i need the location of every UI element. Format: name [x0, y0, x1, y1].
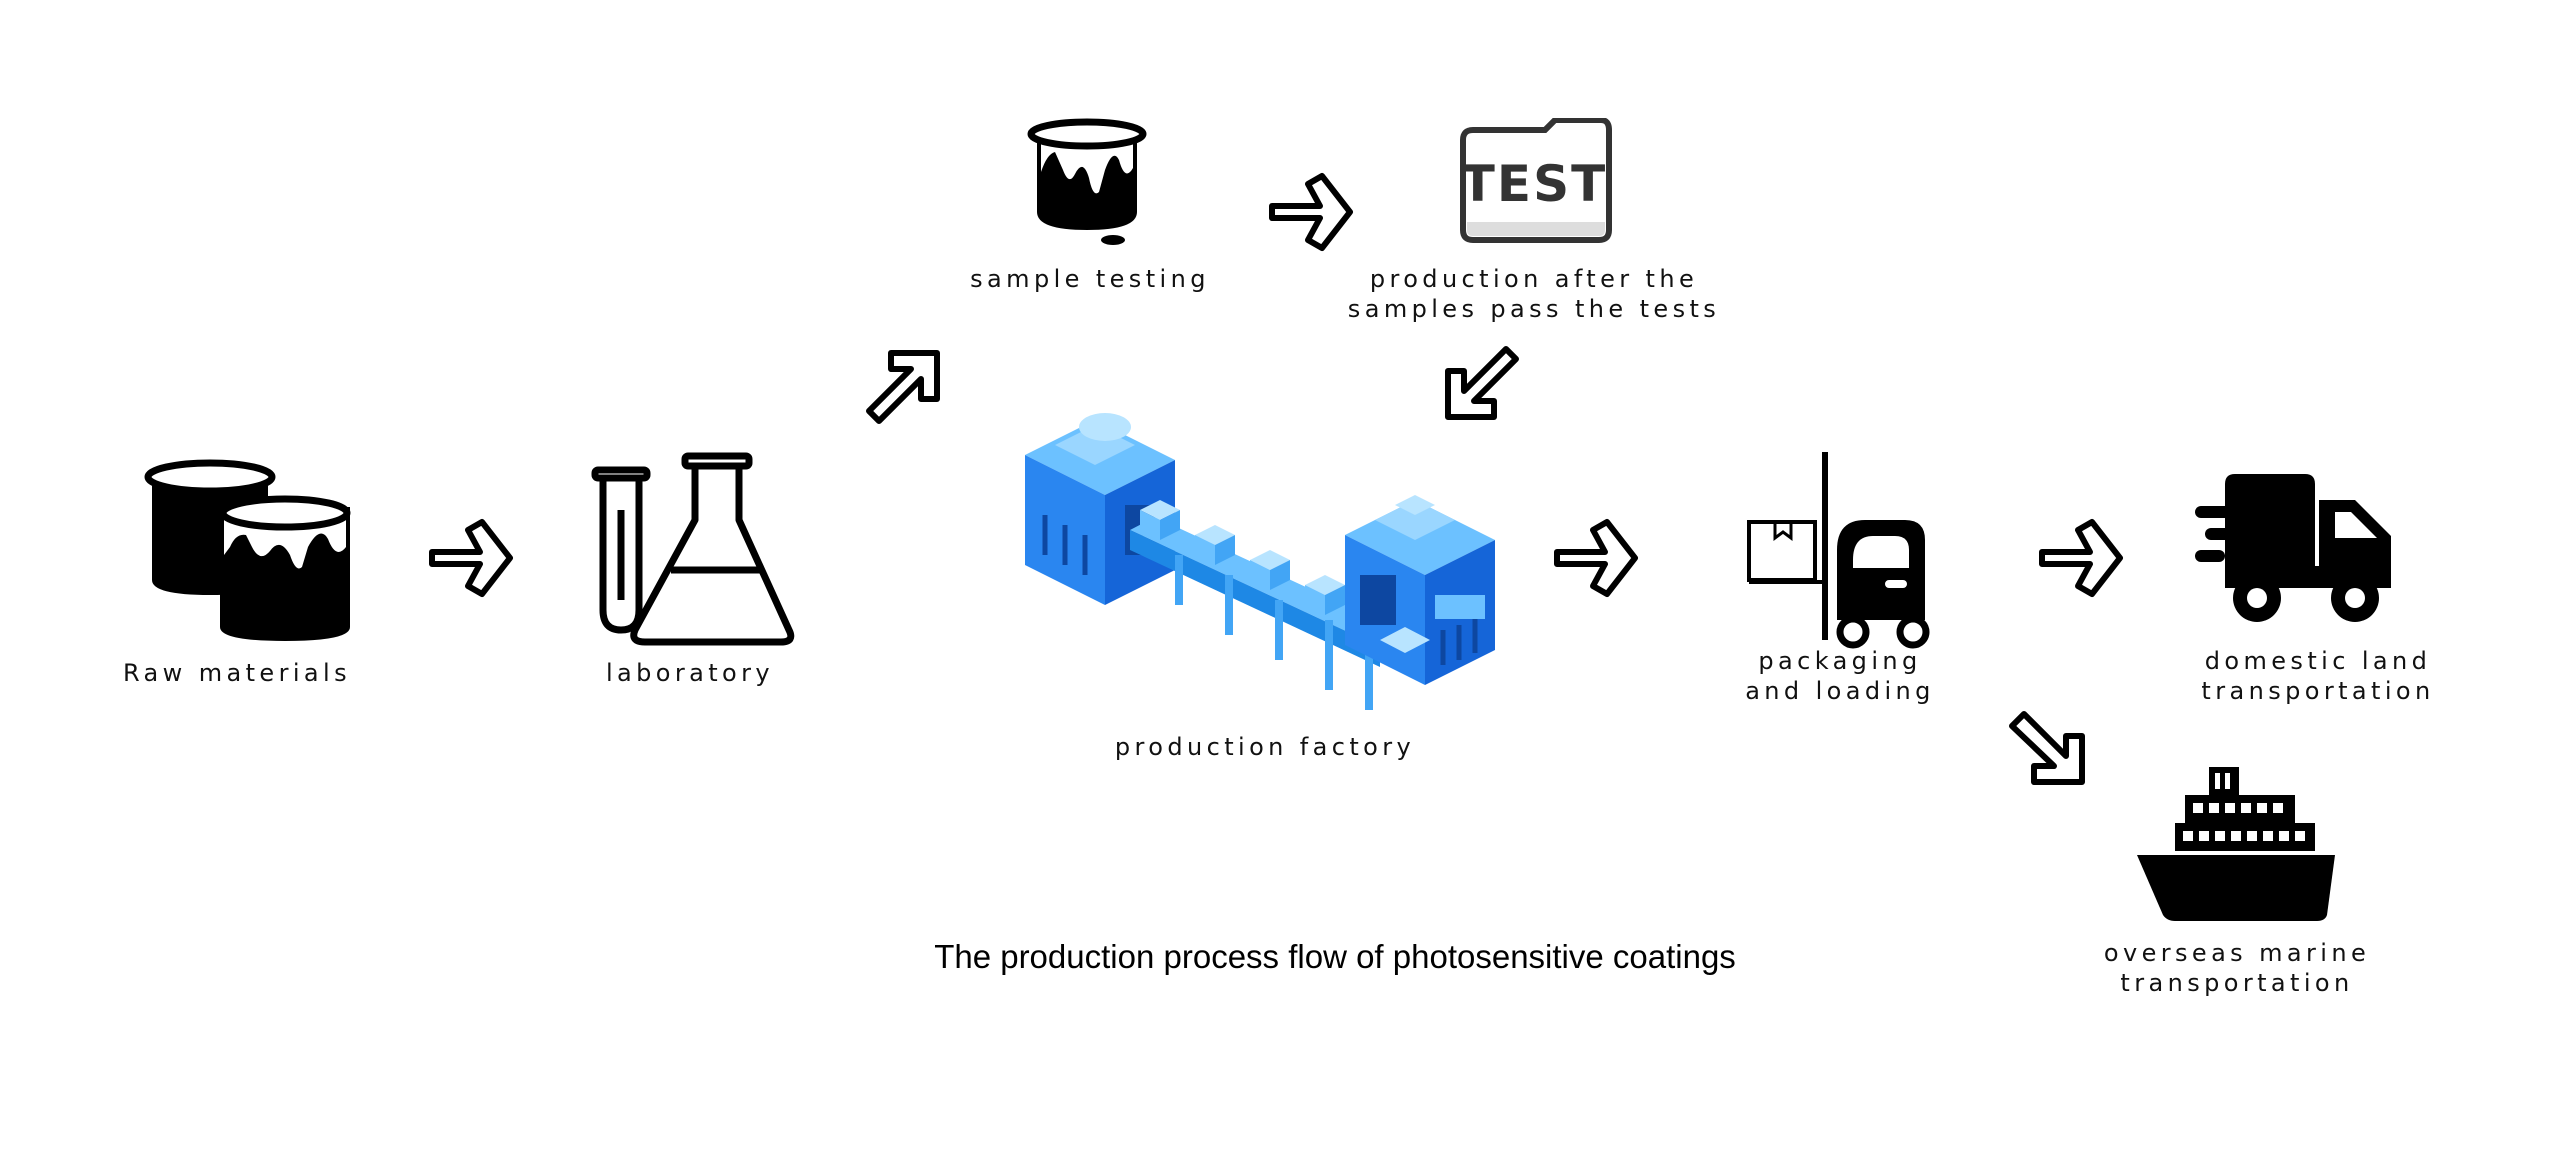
arrow-right-icon: [1269, 173, 1353, 251]
paint-buckets-icon: [144, 459, 351, 641]
label-domestic-line1: domestic land: [2204, 647, 2432, 675]
label-packaging-line1: packaging: [1758, 647, 1922, 675]
label-production-after-line2: samples pass the tests: [1347, 295, 1721, 323]
label-production-after-line1: production after the: [1369, 265, 1699, 293]
forklift-icon: [1747, 452, 1930, 649]
delivery-truck-icon: [2195, 474, 2391, 622]
factory-conveyor-icon: [1025, 413, 1495, 710]
arrow-right-icon: [2039, 519, 2123, 597]
arrow-down-right-icon: [2009, 711, 2085, 785]
arrow-up-right-icon: [866, 350, 940, 424]
arrow-right-icon: [1554, 519, 1638, 597]
paint-can-icon: [1027, 118, 1147, 245]
label-packaging-line2: and loading: [1745, 677, 1935, 705]
test-folder-icon: [1460, 118, 1612, 243]
test-badge-text: TEST: [1460, 155, 1608, 213]
label-domestic-line2: transportation: [2201, 677, 2435, 705]
label-raw-materials: Raw materials: [123, 659, 351, 687]
label-sample-testing: sample testing: [970, 265, 1210, 293]
label-overseas-line1: overseas marine: [2103, 939, 2371, 967]
cargo-ship-icon: [2137, 767, 2335, 921]
arrow-right-icon: [429, 519, 513, 597]
lab-flask-icon: [591, 452, 795, 646]
arrow-down-left-icon: [1445, 346, 1519, 420]
label-overseas-line2: transportation: [2120, 969, 2354, 997]
diagram-title: The production process flow of photosens…: [934, 938, 1736, 975]
label-laboratory: laboratory: [605, 659, 775, 687]
label-production-factory: production factory: [1114, 733, 1416, 761]
